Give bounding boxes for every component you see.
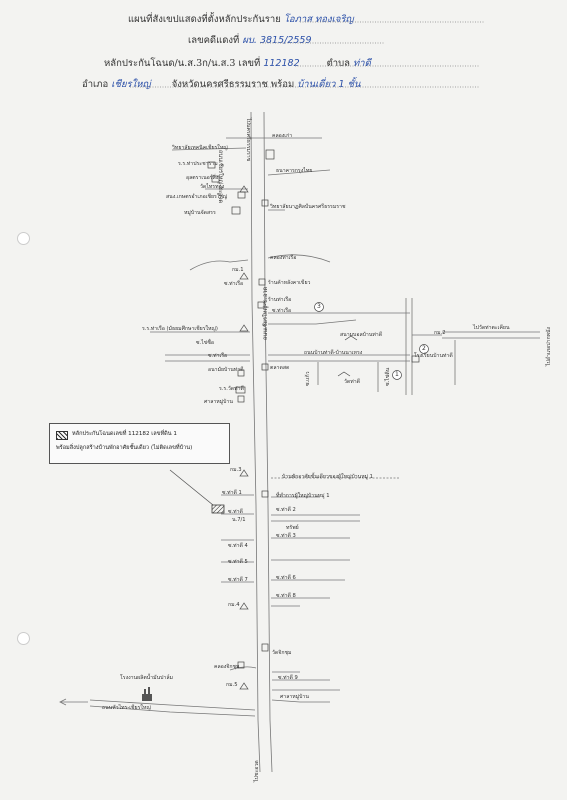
soi-3-label: ซ.ท่าดี 3 [276, 533, 296, 539]
house-note2-label: ที่ทำการผู้ใหญ่บ้านหมู่ 1 [276, 493, 330, 499]
province-text: จังหวัดนครศรีธรรมราช พร้อม [171, 79, 295, 90]
sch-big-label: ร.ร.ท่าเรือ (มัธยมศึกษาเชียรใหญ่) [142, 326, 218, 332]
hospital-label: อุลตราเนอร์สิ่ง [186, 175, 219, 181]
location-line: อำเภอ เชียรใหญ่ จังหวัดนครศรีธรรมราช พร้… [82, 77, 360, 92]
health-label: อนามัยบ้านท่าดี [208, 367, 244, 373]
shop-label: ร้านค้าหลังคาเขียว [268, 280, 311, 286]
soi-kae-label: ซ.แก้ว [305, 371, 311, 386]
legend-line-1: หลักประกันโฉนดเลขที่ 112182 เลขที่ดิน 1 [72, 431, 177, 437]
wat-ri-label: วัดจิกชุม [272, 650, 292, 656]
km3-label: กม.3 [230, 467, 242, 473]
to-pak-phanang-label: ไปอำเภอปากพนัง [546, 326, 552, 366]
wat-tha-dee-label: วัดท่าดี [344, 379, 360, 385]
house-note-label: บ้านพักอาศัยชั้นเดียวของผู้ใหญ่บ้านหมู่ … [282, 474, 373, 480]
circle-label-3: 3 [317, 303, 321, 310]
tambon-prefix: ตำบล [326, 58, 350, 69]
sch-ban-tha-label: สนามบอลบ้านท่าดี [340, 332, 383, 338]
road-bottom-label: ถนนหัวไทร-เชียรใหญ่ [102, 705, 151, 711]
owner-name: โอภาส ทองเจริญ [283, 14, 354, 25]
soi-6-label: ซ.ท่าดี 6 [276, 575, 296, 581]
building-type: บ้านเดี่ยว 1 ชั้น [297, 79, 361, 90]
km4-label: กม.4 [228, 602, 240, 608]
soi-last-label: ซ.ท่าดี 9 [278, 675, 298, 681]
soi-7-label: ซ.ท่าดี 7 [228, 577, 248, 583]
km5-label: กม.5 [226, 682, 238, 688]
khlong2-label: คลองท่าเรือ [270, 255, 297, 261]
temple-label: ศาลาหมู่บ้าน [204, 399, 233, 405]
store2-label: ร้านท่าเรือ [268, 297, 292, 303]
wat-top-label: วัดไทรทอง [200, 184, 225, 190]
bldg1-label: สนง.เกษตรอำเภอเชียรใหญ่ [166, 194, 228, 200]
soi-rd-label: น.7/1 [232, 517, 246, 523]
school-ban-label: โรงเรียนบ้านท่าดี [414, 353, 453, 359]
khlong-chik-label: คลองจิกชุม [214, 664, 240, 670]
collateral-prefix: หลักประกันโฉนด/น.ส.3ก/น.ส.3 เลขที่ [104, 58, 261, 69]
soi-8-label: ซ.ท่าดี 8 [276, 593, 296, 599]
soi-ta-ruea-label: ซ.ท่าเรือ [224, 281, 244, 287]
soi-4-label: ซ.ท่าดี 4 [228, 543, 248, 549]
village-label: หมู่บ้านจัดสรร [184, 210, 216, 216]
soi-1-label: ซ.ท่าดี 1 [222, 490, 242, 496]
legend-box: หลักประกันโฉนดเลขที่ 112182 เลขที่ดิน 1 … [49, 423, 230, 464]
factory-label: โรงงานผลิตน้ำมันปาล์ม [120, 675, 173, 681]
amphoe-name: เชียรใหญ่ [111, 79, 151, 90]
map-title: แผนที่สังเขปแสดงที่ตั้งหลักประกันราย โอภ… [128, 12, 354, 27]
sch-thaphraya-label: ร.ร.ท่าประชาราม [178, 161, 218, 167]
subj-label: ทรัพย์ [286, 525, 299, 531]
amphoe-prefix: อำเภอ [82, 79, 109, 90]
to-chawat-label: ไปชะอวด [254, 760, 260, 782]
punch-hole [17, 232, 30, 245]
soi-tha-dee2-label: ซ.ท่าดี 2 [276, 507, 296, 513]
market-south-label: ศาลาหมู่บ้าน [280, 694, 309, 700]
khlong-top-label: คลองเก่า [272, 133, 293, 139]
deed-number: 112182 [263, 58, 300, 69]
road-dee-label: ถนนบ้านท่าดี-บ้านนาเหรง [304, 350, 363, 356]
circle-label-1: 1 [395, 371, 399, 378]
collateral-line: หลักประกันโฉนด/น.ส.3ก/น.ส.3 เลขที่ 11218… [104, 56, 371, 71]
main-road-label-lower: ถนนเชียรใหญ่-ชะอวด [263, 286, 269, 340]
case-line: เลขคดีแดงที่ ผบ. 3815/2559 [188, 33, 312, 48]
soi-ta-ruea2-label: ซ.ท่าเรือ [272, 308, 292, 314]
soi-ta-ruea3-label: ซ.ท่าเรือ [208, 353, 228, 359]
college2-label: วิทยาลัยนาฏศิลป์นครศรีธรรมราช [270, 204, 346, 210]
legend-hatch-swatch [56, 431, 68, 440]
to-wat-nong-label: ไปวัดท่าตะเคียน [473, 325, 510, 331]
soi-5-label: ซ.ท่าดี 5 [228, 559, 248, 565]
punch-hole [17, 632, 30, 645]
sch-wat-label: ร.ร.วัดท่าดี [219, 386, 244, 392]
to-nakhon-label: ไปนครศรีธรรมราช [245, 118, 251, 162]
tambon-name: ท่าดี [353, 58, 371, 69]
bank-label: ธนาคารกรุงไทย [276, 168, 313, 174]
km2-label: กม.2 [434, 330, 446, 336]
soi-tha-dee-label: ซ.ท่าดี [228, 509, 243, 515]
soi-din-label: ซ.ไข่ดิน [385, 367, 391, 386]
case-prefix: เลขคดีแดงที่ [188, 35, 240, 46]
market-label: ตลาดสด [270, 365, 290, 371]
school1-label: วิทยาลัยเทคนิคเชียรใหญ่ [172, 145, 228, 151]
legend-line-2: พร้อมสิ่งปลูกสร้างบ้านพักอาศัยชั้นเดียว … [56, 445, 193, 451]
circle-label-2: 2 [422, 345, 426, 352]
case-number: ผบ. 3815/2559 [242, 35, 312, 46]
title-prefix: แผนที่สังเขปแสดงที่ตั้งหลักประกันราย [128, 14, 281, 25]
km1-label: กม.1 [232, 267, 244, 273]
soi-khai-label: ซ.ไข่ซื่อ [196, 340, 214, 346]
